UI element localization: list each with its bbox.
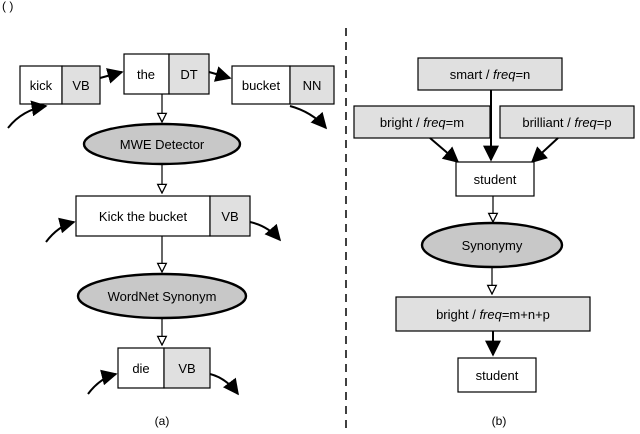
token-word: bucket: [242, 78, 281, 93]
node-bright-label: bright / freq=m: [380, 115, 464, 130]
edge-the-bucket: [208, 66, 232, 82]
mwe-detector-label: MWE Detector: [120, 137, 205, 152]
edge-brilliant-student: [530, 137, 559, 164]
wordnet-synonym-label: WordNet Synonym: [108, 289, 217, 304]
student-top-label: student: [474, 172, 517, 187]
token-tag: VB: [178, 361, 195, 376]
node-bright: bright / freq=m: [353, 105, 491, 139]
caption-a: (a): [155, 414, 170, 428]
token-tag: DT: [180, 67, 197, 82]
token-kick: kick VB: [19, 65, 101, 105]
edge-outgoing-bucket: [289, 105, 328, 130]
node-smart: smart / freq=n: [417, 57, 563, 91]
token-word: Kick the bucket: [99, 209, 188, 224]
token-die: die VB: [117, 347, 211, 389]
edge-incoming-die: [87, 369, 118, 395]
panel-a: kick VB the DT bucket NN MWE Detector: [7, 53, 335, 428]
token-tag: NN: [303, 78, 322, 93]
caption-b: (b): [492, 414, 507, 428]
panel-b: smart / freq=n bright / freq=m brilliant…: [353, 57, 635, 428]
node-student-top: student: [455, 161, 535, 197]
edge-incoming-mwe: [45, 217, 76, 243]
node-brilliant-label: brilliant / freq=p: [522, 115, 611, 130]
token-word: die: [132, 361, 149, 376]
edge-kick-the: [99, 68, 124, 84]
token-tag: VB: [221, 209, 238, 224]
token-bucket: bucket NN: [231, 65, 335, 105]
synonymy-node: Synonymy: [420, 221, 564, 269]
node-brilliant: brilliant / freq=p: [499, 105, 635, 139]
token-word: the: [137, 67, 155, 82]
student-bottom-label: student: [476, 368, 519, 383]
synonymy-label: Synonymy: [462, 238, 523, 253]
node-merged-label: bright / freq=m+n+p: [436, 307, 550, 322]
wordnet-synonym-node: WordNet Synonym: [76, 272, 248, 320]
edge-incoming-kick: [7, 100, 48, 129]
token-the: the DT: [123, 53, 210, 95]
corner-label: ( ): [2, 0, 13, 13]
edge-bright-student: [429, 137, 460, 164]
token-word: kick: [30, 78, 53, 93]
node-merged: bright / freq=m+n+p: [395, 296, 591, 332]
token-kick-the-bucket: Kick the bucket VB: [75, 195, 251, 237]
token-tag: VB: [72, 78, 89, 93]
node-smart-label: smart / freq=n: [450, 67, 531, 82]
node-student-bottom: student: [457, 357, 537, 393]
edge-outgoing-die: [209, 373, 239, 396]
mwe-detector-node: MWE Detector: [82, 122, 242, 166]
edge-outgoing-mwe: [249, 221, 282, 242]
